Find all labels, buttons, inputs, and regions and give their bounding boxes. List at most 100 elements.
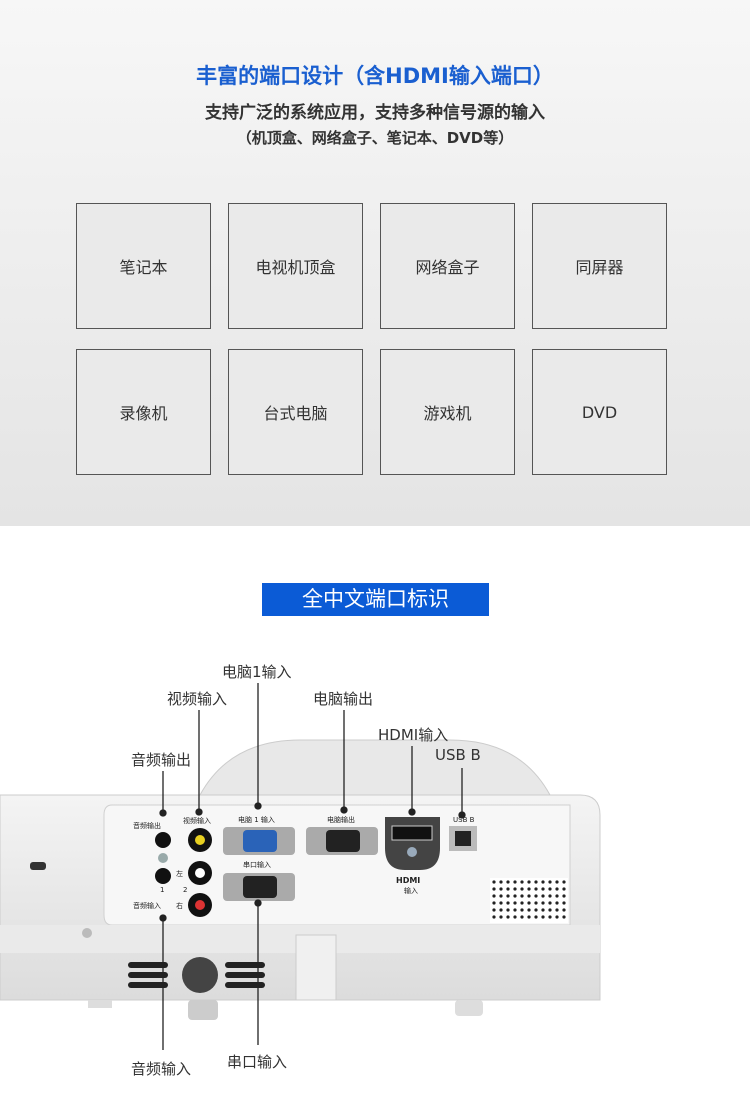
grille-hole: [527, 880, 531, 884]
rca-jacks: [188, 828, 212, 917]
grille-hole: [541, 880, 545, 884]
grille-hole: [513, 880, 517, 884]
grille-hole: [513, 908, 517, 912]
grille-hole: [548, 887, 552, 891]
grille-hole: [527, 887, 531, 891]
grille-hole: [541, 887, 545, 891]
callout-hdmi-in: HDMI输入: [378, 726, 449, 744]
grille-hole: [520, 894, 524, 898]
panel-label-2: 2: [183, 886, 187, 894]
grille-hole: [555, 908, 559, 912]
grille-hole: [492, 887, 496, 891]
grille-hole: [548, 908, 552, 912]
foot-knob: [182, 957, 218, 993]
grille-hole: [534, 908, 538, 912]
callout-pc1-in: 电脑1输入: [222, 663, 292, 681]
grille-hole: [499, 915, 503, 919]
device-tile: 网络盒子: [380, 203, 515, 329]
device-tile: 笔记本: [76, 203, 211, 329]
grille-hole: [562, 894, 566, 898]
grille-hole: [499, 887, 503, 891]
ports-intro-section: 丰富的端口设计（含HDMI输入端口） 支持广泛的系统应用，支持多种信号源的输入 …: [0, 0, 750, 526]
callout-serial-in: 串口输入: [227, 1053, 288, 1071]
grille-hole: [527, 901, 531, 905]
device-tile: 电视机顶盒: [228, 203, 363, 329]
grille-hole: [506, 901, 510, 905]
vga-pc1-in: [223, 827, 295, 855]
grille-hole: [534, 894, 538, 898]
grille-hole: [534, 901, 538, 905]
grille-hole: [520, 901, 524, 905]
subtitle-note: （机顶盒、网络盒子、笔记本、DVD等）: [236, 129, 514, 147]
usb-b-port: [449, 826, 477, 851]
grille-hole: [513, 901, 517, 905]
panel-label-hdmi: HDMI: [396, 876, 420, 885]
page-title: 丰富的端口设计（含HDMI输入端口）: [196, 64, 554, 88]
grille-hole: [499, 908, 503, 912]
grille-hole: [541, 901, 545, 905]
subtitle: 支持广泛的系统应用，支持多种信号源的输入: [205, 103, 545, 123]
grille-hole: [506, 915, 510, 919]
grille-hole: [492, 894, 496, 898]
grille-hole: [513, 894, 517, 898]
device-tile: 同屏器: [532, 203, 667, 329]
device-tile: 录像机: [76, 349, 211, 475]
grille-hole: [562, 887, 566, 891]
grille-hole: [534, 887, 538, 891]
grille-hole: [562, 908, 566, 912]
section-banner: 全中文端口标识: [262, 583, 489, 616]
latch: [295, 934, 337, 1001]
grille-hole: [555, 887, 559, 891]
panel-label-right: 右: [176, 901, 183, 910]
grille-hole: [534, 880, 538, 884]
foot-right: [455, 1000, 483, 1016]
grille-hole: [555, 894, 559, 898]
grille-hole: [555, 915, 559, 919]
panel-label-pc-out: 电脑输出: [327, 815, 355, 824]
callout-lines: [159, 683, 466, 1050]
panel-label-usb-b: USB B: [453, 816, 475, 824]
grille-hole: [527, 894, 531, 898]
grille-hole: [562, 880, 566, 884]
grille-hole: [541, 894, 545, 898]
device-tile: DVD: [532, 349, 667, 475]
speaker-grille: [490, 878, 568, 923]
grille-hole: [506, 887, 510, 891]
foot-center: [188, 1000, 218, 1020]
grille-hole: [555, 880, 559, 884]
grille-hole: [506, 908, 510, 912]
vga-pc-out: [306, 827, 378, 855]
grille-hole: [506, 894, 510, 898]
grille-hole: [499, 901, 503, 905]
grille-hole: [506, 880, 510, 884]
grille-hole: [541, 908, 545, 912]
grille-hole: [513, 887, 517, 891]
grille-hole: [534, 915, 538, 919]
audio-out-jacks: [155, 832, 171, 884]
screw: [82, 928, 92, 938]
device-tile: 游戏机: [380, 349, 515, 475]
serial-in: [223, 873, 295, 901]
callout-audio-in: 音频输入: [131, 1060, 192, 1078]
grille-hole: [555, 901, 559, 905]
vent-left: [128, 962, 265, 988]
grille-hole: [492, 915, 496, 919]
callout-usb-b: USB B: [435, 746, 481, 764]
foot-left: [88, 1000, 112, 1008]
grille-hole: [492, 901, 496, 905]
panel-label-left: 左: [176, 869, 183, 878]
grille-hole: [499, 880, 503, 884]
panel-label-video-in: 视频输入: [183, 816, 211, 825]
grille-hole: [520, 915, 524, 919]
grille-hole: [548, 894, 552, 898]
grille-hole: [541, 915, 545, 919]
grille-hole: [492, 880, 496, 884]
panel-label-pc1-in: 电脑 1 输入: [238, 815, 275, 824]
grille-hole: [548, 901, 552, 905]
callout-video-in: 视频输入: [167, 690, 228, 708]
handle: [199, 739, 551, 796]
grille-hole: [520, 880, 524, 884]
grille-hole: [548, 915, 552, 919]
grille-hole: [520, 908, 524, 912]
